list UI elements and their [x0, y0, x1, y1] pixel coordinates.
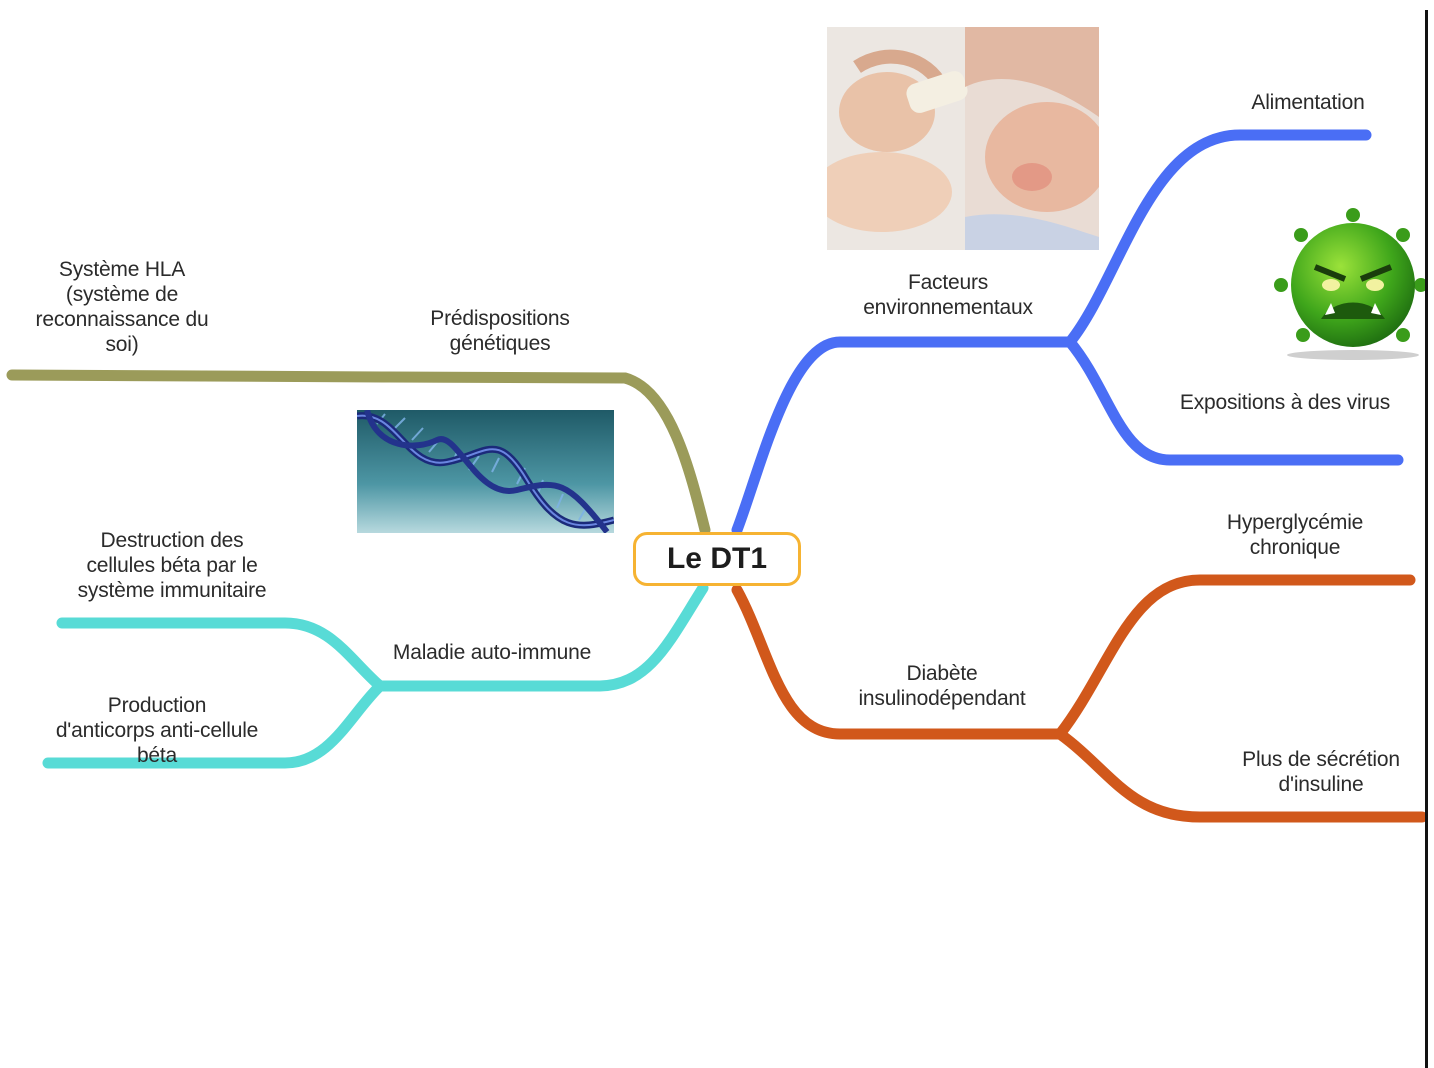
child-label-destruction[interactable]: Destruction des cellules béta par le sys… — [77, 529, 267, 602]
dna-helix-image — [357, 410, 614, 533]
branch-line-diabete — [731, 584, 1066, 740]
branch-line-auto-immune — [374, 582, 709, 692]
child-line-destruction — [56, 617, 386, 692]
central-topic[interactable]: Le DT1 — [633, 532, 801, 586]
child-label-alimentation[interactable]: Alimentation — [1251, 91, 1365, 114]
child-label-anticorps[interactable]: Production d'anticorps anti-cellule béta — [55, 694, 259, 767]
child-label-hyperglycemie[interactable]: Hyperglycémie chronique — [1226, 511, 1364, 559]
child-line-hyperglycemie — [1054, 574, 1416, 740]
page-edge-rule — [1425, 10, 1428, 1068]
child-label-hla[interactable]: Système HLA (système de reconnaissance d… — [35, 258, 209, 356]
child-line-virus — [1064, 336, 1404, 466]
branch-label-environnement[interactable]: Facteurs environnementaux — [863, 271, 1033, 319]
child-line-secretion — [1054, 728, 1428, 823]
branch-line-environnement — [731, 336, 1076, 536]
child-label-secretion[interactable]: Plus de sécrétion d'insuline — [1242, 748, 1400, 796]
angry-virus-icon — [1273, 207, 1425, 362]
branch-line-genetique — [6, 369, 711, 536]
child-label-virus[interactable]: Expositions à des virus — [1179, 391, 1391, 414]
branch-label-diabete[interactable]: Diabète insulinodépendant — [858, 662, 1026, 710]
branch-label-auto-immune[interactable]: Maladie auto-immune — [392, 641, 592, 664]
baby-feeding-image — [827, 27, 1099, 250]
branch-label-genetique[interactable]: Prédispositions génétiques — [430, 307, 570, 355]
child-line-anticorps — [42, 680, 386, 769]
child-line-alimentation — [1064, 129, 1372, 348]
